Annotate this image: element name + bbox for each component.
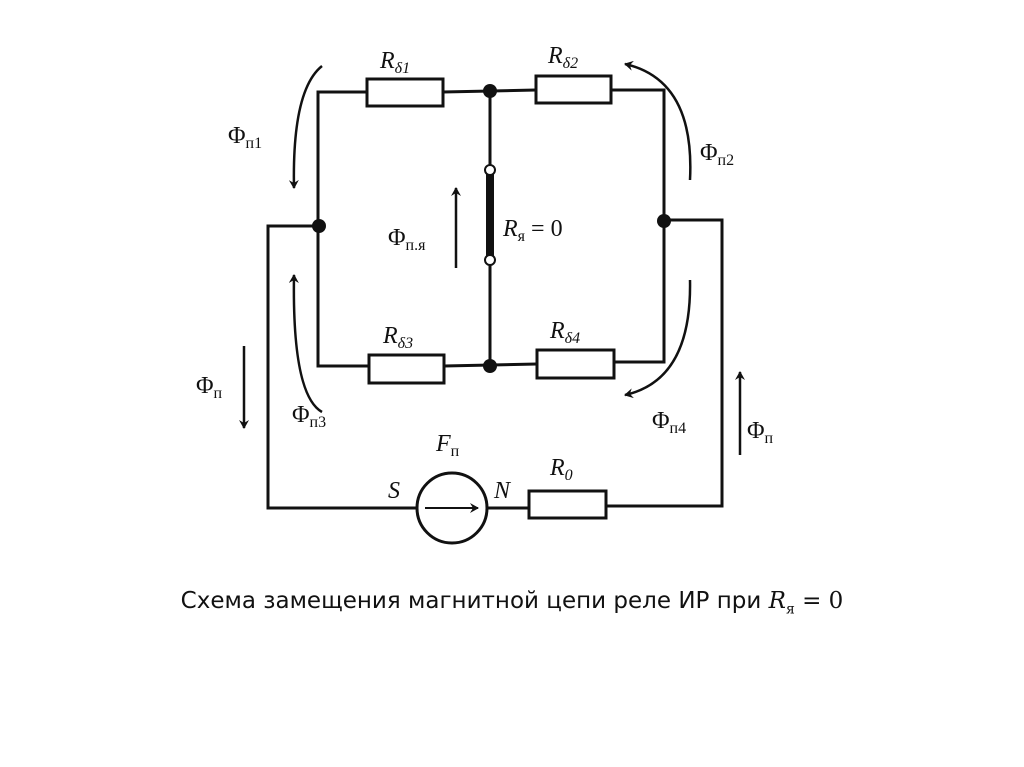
node [312,219,326,233]
label-r-delta-4: Rδ4 [549,318,580,347]
label-r-delta-2: Rδ2 [547,43,578,72]
label-r-delta-3: Rδ3 [382,323,413,352]
resistor-r-delta-2 [534,74,613,105]
caption-math-eq: = 0 [794,588,844,614]
flux-arrow-icon [624,60,692,181]
node [657,214,671,228]
label-pole-s: S [388,478,400,504]
label-armature: Rя= 0 [502,216,563,245]
caption-text: Схема замещения магнитной цепи реле ИР п… [180,588,769,614]
caption-math-sub: я [785,601,795,618]
flux-arrow-icon [288,274,323,414]
label-r-0: R0 [549,455,573,484]
label-flux-4: Φп4 [652,408,686,437]
label-flux-1: Φп1 [228,123,262,152]
label-flux-right: Φп [747,418,774,447]
label-flux-left: Φп [196,373,223,402]
node [483,84,497,98]
armature-terminal [484,164,496,176]
label-pole-n: N [493,478,512,504]
label-flux-armature: Φп.я [388,225,426,254]
caption-math: Rя = 0 [768,588,844,618]
flux-arrow-icon [624,279,692,399]
flux-arrow-icon [288,65,323,189]
resistor-r-delta-1 [365,77,445,108]
resistor-r-delta-3 [367,353,446,385]
label-flux-3: Φп3 [292,402,326,431]
caption: Схема замещения магнитной цепи реле ИР п… [0,588,1024,618]
resistor-r-0 [527,489,608,520]
caption-math-r: R [768,588,786,614]
wires [266,88,724,510]
label-r-delta-1: Rδ1 [379,48,410,77]
resistor-r-delta-4 [535,348,616,380]
label-flux-2: Φп2 [700,140,734,169]
label-mmf: Fп [435,431,460,460]
node [483,359,497,373]
armature-terminal [484,254,496,266]
